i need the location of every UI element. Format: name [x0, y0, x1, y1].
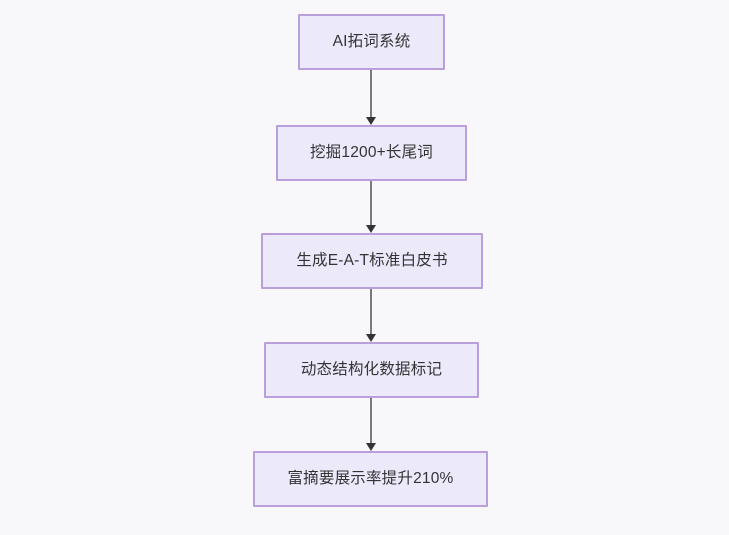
flow-node-mine-longtail-keywords[interactable]: 挖掘1200+长尾词 [276, 125, 467, 181]
flow-node-generate-eat-whitepaper[interactable]: 生成E-A-T标准白皮书 [261, 233, 483, 289]
flow-node-label: AI拓词系统 [332, 32, 411, 50]
flow-node-label: 动态结构化数据标记 [300, 360, 443, 378]
edge-line [370, 181, 372, 226]
arrowhead-icon [366, 225, 376, 233]
arrowhead-icon [366, 443, 376, 451]
flow-node-rich-snippet-impression-lift[interactable]: 富摘要展示率提升210% [253, 451, 488, 507]
flow-node-ai-keyword-system[interactable]: AI拓词系统 [298, 14, 445, 70]
flow-node-label: 生成E-A-T标准白皮书 [296, 251, 448, 269]
arrowhead-icon [366, 334, 376, 342]
flow-node-label: 富摘要展示率提升210% [287, 469, 454, 487]
flow-node-dynamic-structured-data-markup[interactable]: 动态结构化数据标记 [264, 342, 479, 398]
arrowhead-icon [366, 117, 376, 125]
edge-line [370, 289, 372, 335]
edge-line [370, 398, 372, 444]
edge-line [370, 70, 372, 118]
flow-node-label: 挖掘1200+长尾词 [309, 143, 434, 161]
